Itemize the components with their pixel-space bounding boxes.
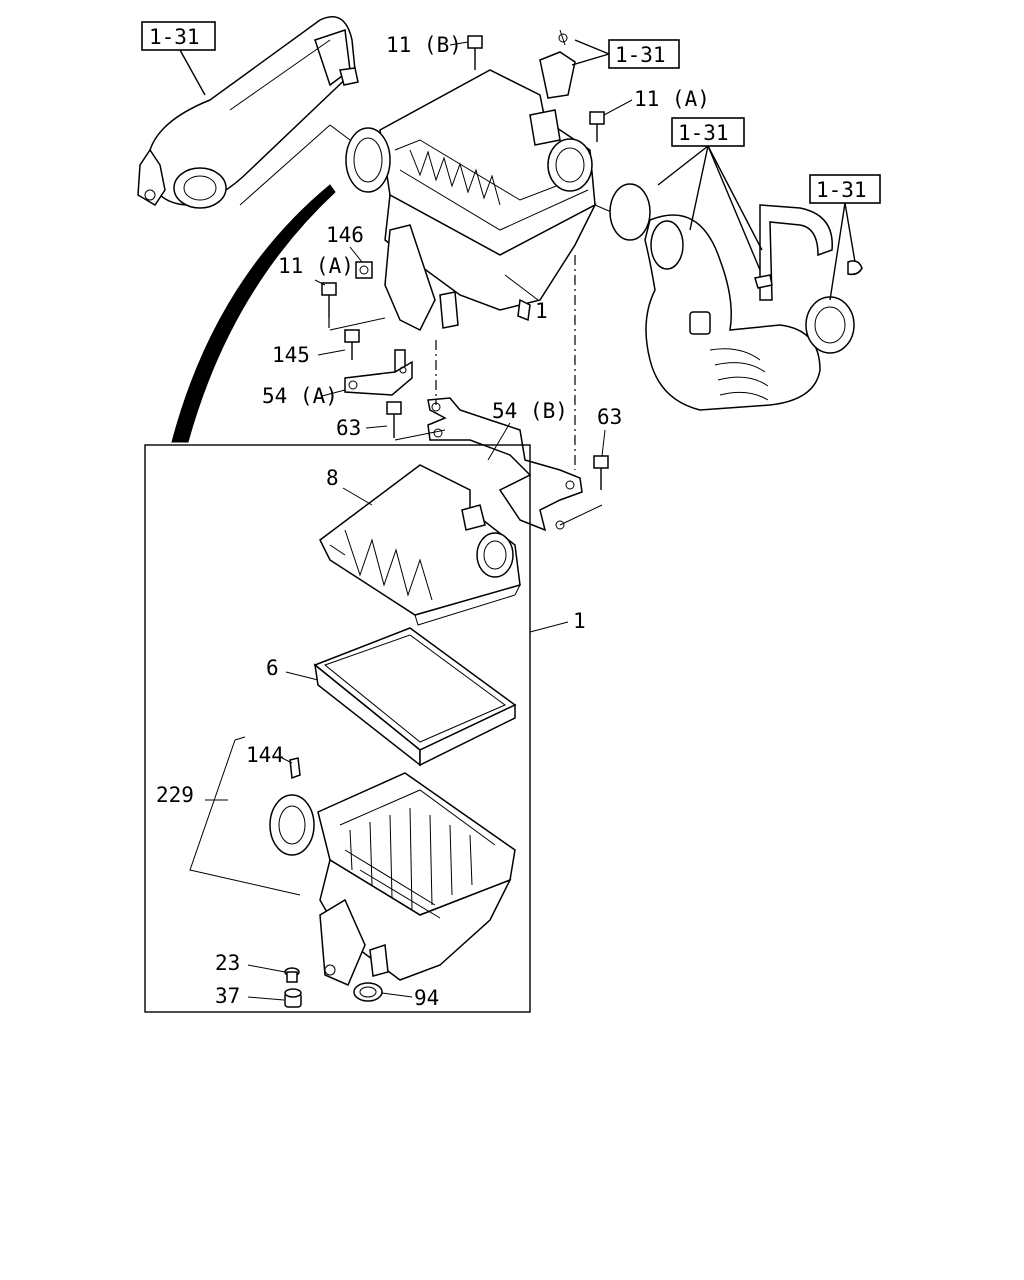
ref-label-far-right: 1-31 — [816, 178, 867, 202]
bolt-63-right-part — [593, 455, 609, 490]
callout-clip-144: 144 — [246, 743, 284, 767]
callout-bolt-11a-left: 11 (A) — [278, 254, 354, 278]
bushing-37-part — [284, 988, 302, 1008]
lower-case-part — [269, 772, 516, 986]
ref-box-top-left: 1-31 — [141, 21, 216, 96]
callout-bolt-11b: 11 (B) — [386, 33, 462, 57]
clip-144-part — [289, 757, 301, 780]
ref-box-right-duct: 1-31 — [657, 117, 763, 271]
callout-bushing-37: 37 — [215, 984, 240, 1008]
ref-label-right-duct: 1-31 — [678, 121, 729, 145]
callout-bolt-11a-top: 11 (A) — [634, 87, 710, 111]
nut-146-part — [355, 261, 373, 279]
callout-grommet-23: 23 — [215, 951, 240, 975]
filter-element-part — [313, 627, 517, 767]
assembly-guide-lines — [239, 124, 631, 526]
callout-nut-146: 146 — [326, 223, 364, 247]
grommet-23-part — [284, 967, 300, 983]
bolt-63-left-part — [386, 401, 402, 438]
callout-bracket-54a: 54 (A) — [262, 384, 338, 408]
callout-case-229: 229 — [156, 783, 194, 807]
callout-assy-1-upper: 1 — [535, 299, 548, 323]
callout-cover-8: 8 — [326, 466, 339, 490]
air-cleaner-assembly-part — [345, 69, 597, 332]
callout-bolt-63-right: 63 — [597, 405, 622, 429]
ref-box-far-right: 1-31 — [809, 174, 881, 301]
resonator-duct-part — [609, 183, 863, 411]
intake-duct-part — [137, 16, 359, 209]
valve-94-part — [353, 982, 383, 1002]
callout-bracket-54b: 54 (B) — [492, 399, 568, 423]
detail-connector-arc — [171, 184, 336, 443]
ref-label-top-left: 1-31 — [149, 25, 200, 49]
bracket-54b-part — [427, 397, 583, 532]
callout-bolt-63-left: 63 — [336, 416, 361, 440]
callout-valve-94: 94 — [414, 986, 439, 1010]
bolt-11b-part — [467, 35, 483, 70]
bolt-145-part — [344, 329, 360, 360]
callout-bolt-145: 145 — [272, 343, 310, 367]
sensor-part — [539, 29, 576, 99]
bolt-11a-top-part — [589, 111, 605, 142]
ref-box-top-mid: 1-31 — [571, 39, 680, 69]
bracket-54a-part — [344, 360, 413, 396]
exploded-detail-frame — [144, 444, 531, 1013]
upper-cover-part — [319, 464, 521, 626]
callout-assy-1-lower: 1 — [573, 609, 586, 633]
callout-element-6: 6 — [266, 656, 279, 680]
bolt-11a-left-part — [321, 282, 337, 318]
ref-label-top-mid: 1-31 — [615, 43, 666, 67]
